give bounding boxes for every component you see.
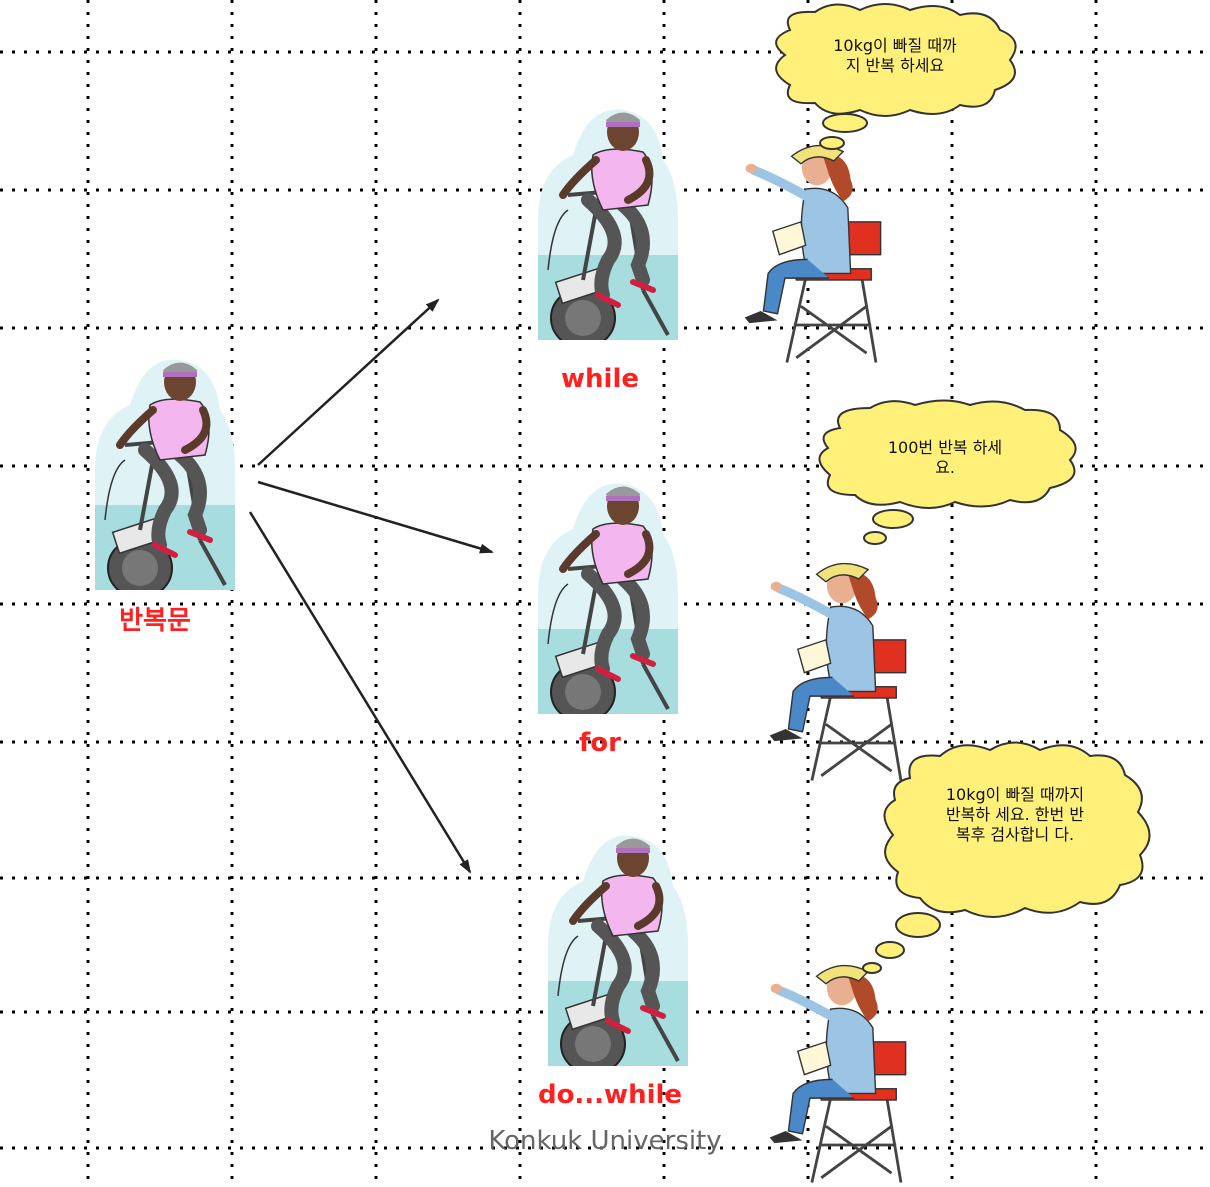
arrows (248, 298, 494, 874)
coach-for-icon (770, 564, 906, 781)
while-bubble-text: 10kg이 빠질 때까지 반복 하세요 (833, 36, 957, 75)
biker-for-icon (538, 484, 678, 722)
footer-university: Konkuk University (488, 1126, 722, 1156)
biker-do-while-icon (548, 836, 688, 1074)
for-bubble-text: 100번 반복 하세요. (887, 438, 1003, 477)
biker-repeat-icon (95, 360, 235, 598)
thought-bubble-while (775, 3, 1017, 150)
arrow-to-do-while (248, 511, 472, 874)
thought-bubble-do-while (862, 741, 1151, 974)
coach-while-icon (745, 146, 881, 363)
repeat-statement-label: 반복문 (119, 606, 191, 636)
biker-while-icon (538, 110, 678, 348)
for-label: for (579, 728, 621, 758)
arrow-to-while (257, 298, 440, 466)
thought-bubble-for (818, 399, 1077, 545)
arrow-to-for (257, 480, 494, 554)
do-while-label: do...while (537, 1080, 683, 1110)
do-while-bubble-text: 10kg이 빠질 때까지 반복하 세요. 한번 반 복후 검사합니 다. (945, 785, 1085, 844)
while-label: while (561, 364, 639, 394)
